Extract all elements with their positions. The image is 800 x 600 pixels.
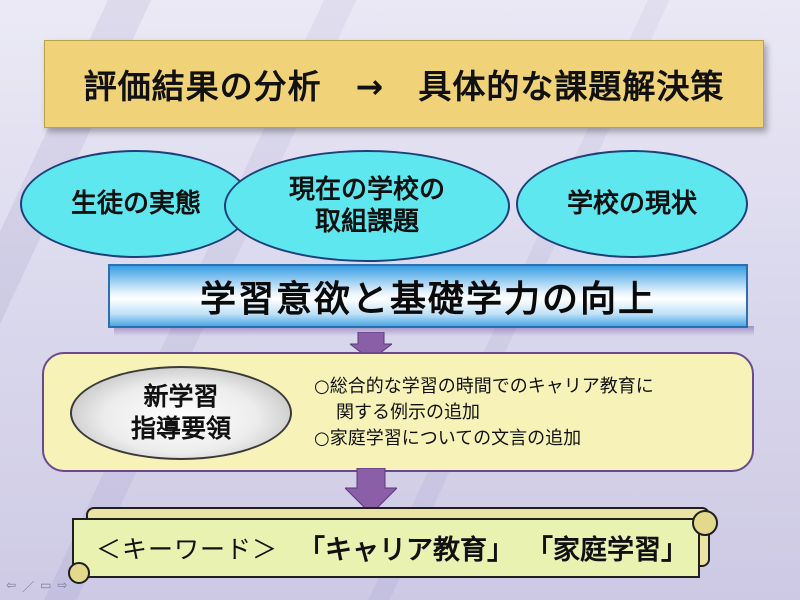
slide-nav[interactable]: ⇦ ／ ▭ ⇨ (6, 578, 67, 595)
scroll-curl-icon (692, 510, 718, 536)
keyword-scroll (72, 518, 700, 578)
student-status-ellipse: 生徒の実態 (20, 150, 252, 258)
keyword-label: ＜キーワード＞ (96, 535, 279, 564)
slide-title: 評価結果の分析 → 具体的な課題解決策 (83, 67, 725, 106)
note-item: 関する例示の追加 (336, 402, 480, 423)
menu-icon[interactable]: ▭ (40, 578, 52, 592)
keyword-home-study: 「家庭学習」 (526, 535, 688, 566)
note-item: ○家庭学習についての文言の追加 (314, 428, 582, 449)
arrow-right-icon[interactable]: ⇨ (57, 578, 68, 592)
guideline-notes: ○総合的な学習の時間でのキャリア教育に 関する例示の追加 ○家庭学習についての文… (314, 374, 754, 452)
school-initiatives-ellipse: 現在の学校の 取組課題 (224, 150, 510, 262)
goal-banner-text: 学習意欲と基礎学力の向上 (199, 279, 656, 320)
guideline-line2: 指導要領 (130, 414, 231, 443)
school-status-label: 学校の現状 (566, 188, 697, 219)
guideline-oval: 新学習 指導要領 (70, 366, 292, 460)
banner-shadow (114, 326, 754, 336)
pen-icon[interactable]: ／ (22, 580, 35, 594)
arrow-left-icon[interactable]: ⇦ (6, 578, 17, 592)
keyword-career-education: 「キャリア教育」 (298, 535, 514, 566)
note-item: ○総合的な学習の時間でのキャリア教育に (314, 376, 654, 397)
school-initiatives-line1: 現在の学校の (288, 174, 445, 205)
title-banner: 評価結果の分析 → 具体的な課題解決策 (44, 40, 764, 128)
guideline-line1: 新学習 (143, 381, 219, 411)
scroll-curl-icon (68, 562, 90, 584)
down-arrow-icon (345, 468, 397, 514)
student-status-label: 生徒の実態 (70, 188, 201, 219)
school-status-ellipse: 学校の現状 (516, 150, 748, 258)
school-initiatives-line2: 取組課題 (314, 207, 419, 237)
goal-banner: 学習意欲と基礎学力の向上 (108, 264, 748, 328)
